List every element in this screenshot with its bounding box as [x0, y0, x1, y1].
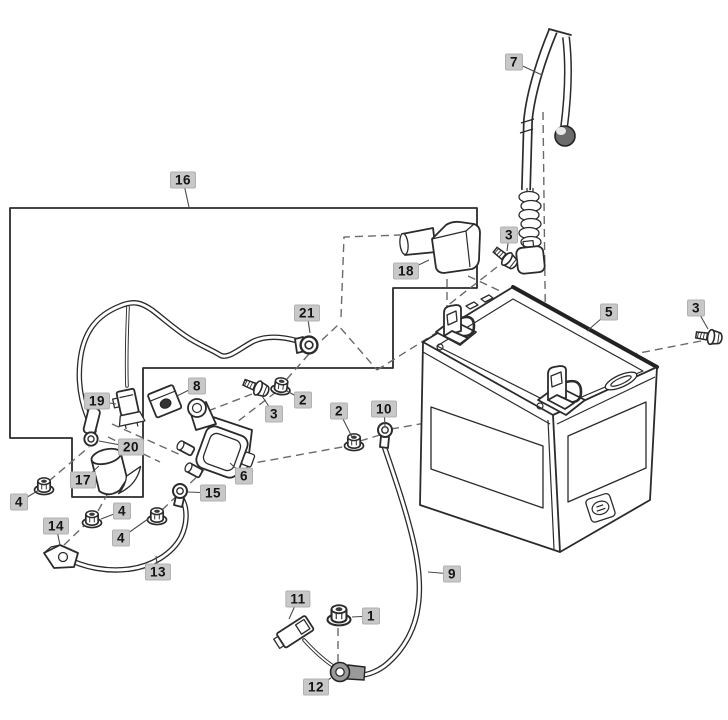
battery-handle	[604, 371, 638, 391]
bolt-3-right	[694, 326, 724, 347]
battery-terminal-clamp-left	[435, 304, 477, 351]
callout-17: 17	[69, 471, 97, 489]
callout-20: 20	[117, 438, 145, 456]
callout-1: 1	[361, 607, 381, 625]
battery-vent	[480, 294, 494, 303]
battery-hold-down-rod	[515, 28, 576, 275]
callout-21: 21	[293, 304, 321, 322]
callout-9: 9	[442, 565, 462, 583]
nut-4-left	[33, 477, 55, 496]
ground-cable-13	[43, 483, 189, 573]
callout-16: 16	[169, 171, 197, 189]
nut-1	[326, 604, 352, 627]
battery	[419, 285, 659, 553]
bolt-3-middle	[240, 374, 272, 400]
starter-solenoid	[176, 398, 256, 479]
callout-14: 14	[42, 517, 70, 535]
battery-terminal-clamp-middle	[536, 365, 586, 416]
nut-4-right	[146, 507, 168, 526]
callout-3c: 3	[686, 299, 706, 317]
rod-threads	[518, 190, 542, 249]
callout-18: 18	[392, 262, 420, 280]
callout-15: 15	[199, 484, 227, 502]
callout-6: 6	[234, 467, 254, 485]
ring-terminal-20	[83, 431, 99, 447]
callout-8: 8	[187, 377, 207, 395]
terminal-boot-17	[90, 447, 142, 496]
callout-11: 11	[285, 590, 311, 608]
positive-cable-9	[273, 422, 423, 683]
callout-5: 5	[599, 303, 619, 321]
clip-nut-8	[147, 384, 183, 419]
callout-19: 19	[83, 392, 111, 410]
nut-2-lower	[343, 433, 365, 452]
flag-terminal-14	[43, 544, 79, 569]
callout-7: 7	[504, 53, 524, 71]
nut-4-middle	[81, 510, 103, 529]
battery-side-panel	[567, 401, 647, 503]
battery-terminal-cover	[399, 220, 481, 274]
connector-11	[273, 615, 315, 649]
ring-terminal-15	[172, 483, 188, 499]
battery-sticker	[585, 492, 616, 523]
bolt-3-top	[489, 243, 522, 273]
ring-terminal-12	[329, 661, 366, 683]
callout-13: 13	[144, 563, 172, 581]
battery-front-panel	[430, 406, 544, 509]
wiring-harness	[76, 300, 319, 447]
ring-terminal-21	[299, 335, 319, 355]
callout-3a: 3	[499, 226, 519, 244]
callout-2b: 2	[329, 402, 349, 420]
connector-plug-19	[111, 387, 146, 430]
battery-vent	[465, 301, 479, 310]
callout-3b: 3	[264, 405, 284, 423]
callout-10: 10	[370, 400, 398, 418]
callout-2a: 2	[293, 391, 313, 409]
solenoid-stud-lower	[184, 462, 204, 479]
callout-4b: 4	[112, 502, 132, 520]
callout-4c: 4	[111, 529, 131, 547]
solenoid-terminal	[241, 451, 256, 468]
callout-12: 12	[302, 678, 330, 696]
solenoid-stud-upper	[176, 440, 196, 457]
callout-4a: 4	[9, 493, 29, 511]
nut-2-upper	[269, 375, 293, 397]
